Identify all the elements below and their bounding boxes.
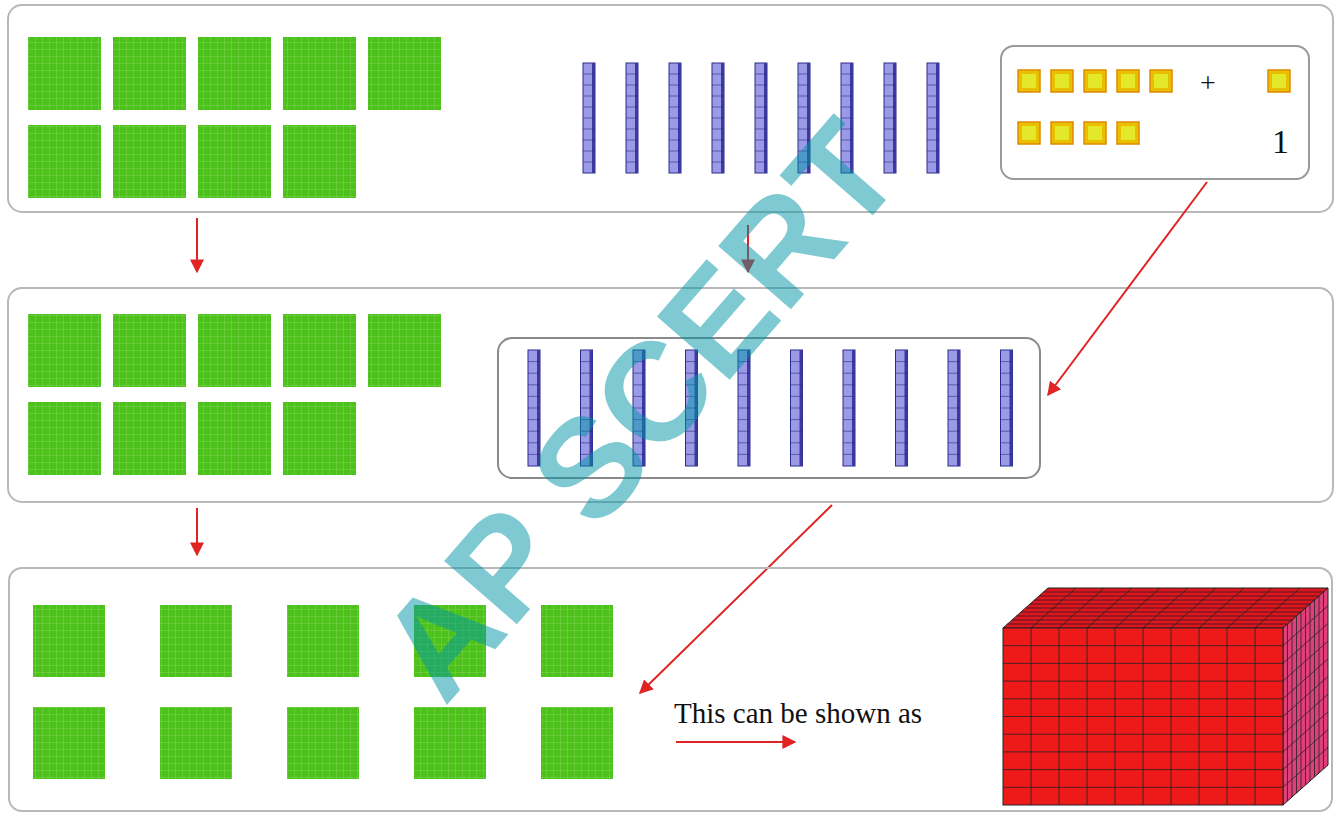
hundred-square (283, 314, 356, 387)
unit-cube (1268, 70, 1290, 92)
hundred-square (287, 605, 359, 677)
note-text: This can be shown as (674, 699, 922, 728)
ten-rod (841, 63, 853, 173)
ten-rod (738, 350, 750, 466)
unit-cube (1051, 70, 1073, 92)
panel-frame (8, 5, 1333, 212)
hundred-square (368, 314, 441, 387)
hundred-square (283, 37, 356, 110)
panel-frame (8, 288, 1333, 502)
flow-arrow (196, 218, 198, 272)
hundred-square (33, 707, 105, 779)
hundred-square (198, 402, 271, 475)
unit-cube (1150, 70, 1172, 92)
ten-rod (927, 63, 939, 173)
unit-cube (1117, 70, 1139, 92)
flow-arrow (676, 741, 795, 743)
ten-rod (686, 350, 698, 466)
flow-arrow (640, 505, 832, 693)
hundred-square (541, 605, 613, 677)
ten-rod (712, 63, 724, 173)
hundred-square (113, 125, 186, 198)
hundred-square (414, 605, 486, 677)
result-panel: This can be shown as (8, 567, 1333, 812)
hundred-square (368, 37, 441, 110)
hundred-square (198, 125, 271, 198)
hundred-square (414, 707, 486, 779)
unit-count: 1 (1272, 125, 1289, 159)
watermark: AP SCERT (356, 98, 924, 722)
ten-rod (896, 350, 908, 466)
ten-rod (581, 350, 593, 466)
hundred-square (33, 605, 105, 677)
plus-sign: + (1200, 69, 1216, 97)
ten-rod (583, 63, 595, 173)
hundred-square (28, 125, 101, 198)
hundred-square (113, 314, 186, 387)
ten-rod (755, 63, 767, 173)
unit-cube (1084, 122, 1106, 144)
unit-cube (1018, 122, 1040, 144)
ten-rod (843, 350, 855, 466)
hundred-square (160, 605, 232, 677)
flow-arrow (1048, 182, 1207, 395)
flow-arrow (196, 508, 198, 555)
ten-rod (884, 63, 896, 173)
ten-rod (948, 350, 960, 466)
hundred-square (113, 402, 186, 475)
unit-cube (1018, 70, 1040, 92)
flow-arrow (747, 225, 749, 272)
hundred-square (198, 314, 271, 387)
unit-group-box: +1 (1000, 45, 1310, 180)
ten-rod (528, 350, 540, 466)
hundred-square (28, 37, 101, 110)
hundred-square (283, 125, 356, 198)
ten-rod (791, 350, 803, 466)
hundred-square (28, 402, 101, 475)
ten-rod (626, 63, 638, 173)
hundred-square (28, 314, 101, 387)
hundred-square (541, 707, 613, 779)
ten-rod (798, 63, 810, 173)
unit-cube (1051, 122, 1073, 144)
group-frame (498, 338, 1040, 478)
ten-rod (1001, 350, 1013, 466)
hundred-square (160, 707, 232, 779)
unit-cube (1117, 122, 1139, 144)
thousand-cube (1003, 588, 1328, 805)
hundred-square (287, 707, 359, 779)
hundred-square (113, 37, 186, 110)
unit-cube (1084, 70, 1106, 92)
hundred-square (198, 37, 271, 110)
hundred-square (283, 402, 356, 475)
ten-rod (669, 63, 681, 173)
ten-rod (633, 350, 645, 466)
